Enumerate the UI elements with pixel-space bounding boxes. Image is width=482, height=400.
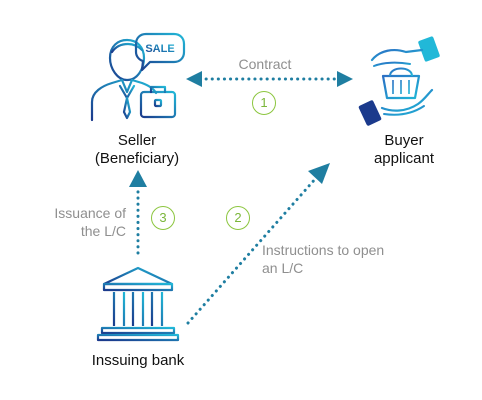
buyer-label-line2: applicant — [373, 150, 435, 167]
seller-icon — [90, 32, 186, 122]
sale-tag-text: SALE — [145, 43, 174, 55]
buyer-label: Buyer applicant — [354, 132, 454, 168]
seller-label-line1: Seller — [117, 132, 157, 149]
instructions-label-line1: Instructions to open — [262, 242, 385, 258]
issuance-label-line2: the L/C — [80, 223, 126, 239]
step-2-badge: 2 — [226, 206, 250, 230]
instructions-arrow — [186, 163, 330, 325]
instructions-label: Instructions to open an L/C — [262, 241, 432, 277]
issuance-label-line1: Issuance of — [54, 205, 126, 221]
buyer-hands-basket-icon — [358, 36, 440, 126]
issuance-label: Issuance of the L/C — [30, 204, 126, 240]
bank-building-icon — [96, 266, 180, 342]
bank-label: Inssuing bank — [91, 352, 185, 369]
buyer-label-line1: Buyer — [384, 132, 424, 149]
step-3-badge: 3 — [151, 206, 175, 230]
contract-label: Contract — [238, 56, 292, 72]
seller-label-line2: (Beneficiary) — [94, 150, 180, 167]
step-1-badge: 1 — [252, 91, 276, 115]
contract-arrow — [186, 71, 353, 87]
instructions-label-line2: an L/C — [262, 260, 304, 276]
seller-label: Seller (Beneficiary) — [84, 132, 190, 168]
issuance-arrow — [129, 170, 147, 255]
